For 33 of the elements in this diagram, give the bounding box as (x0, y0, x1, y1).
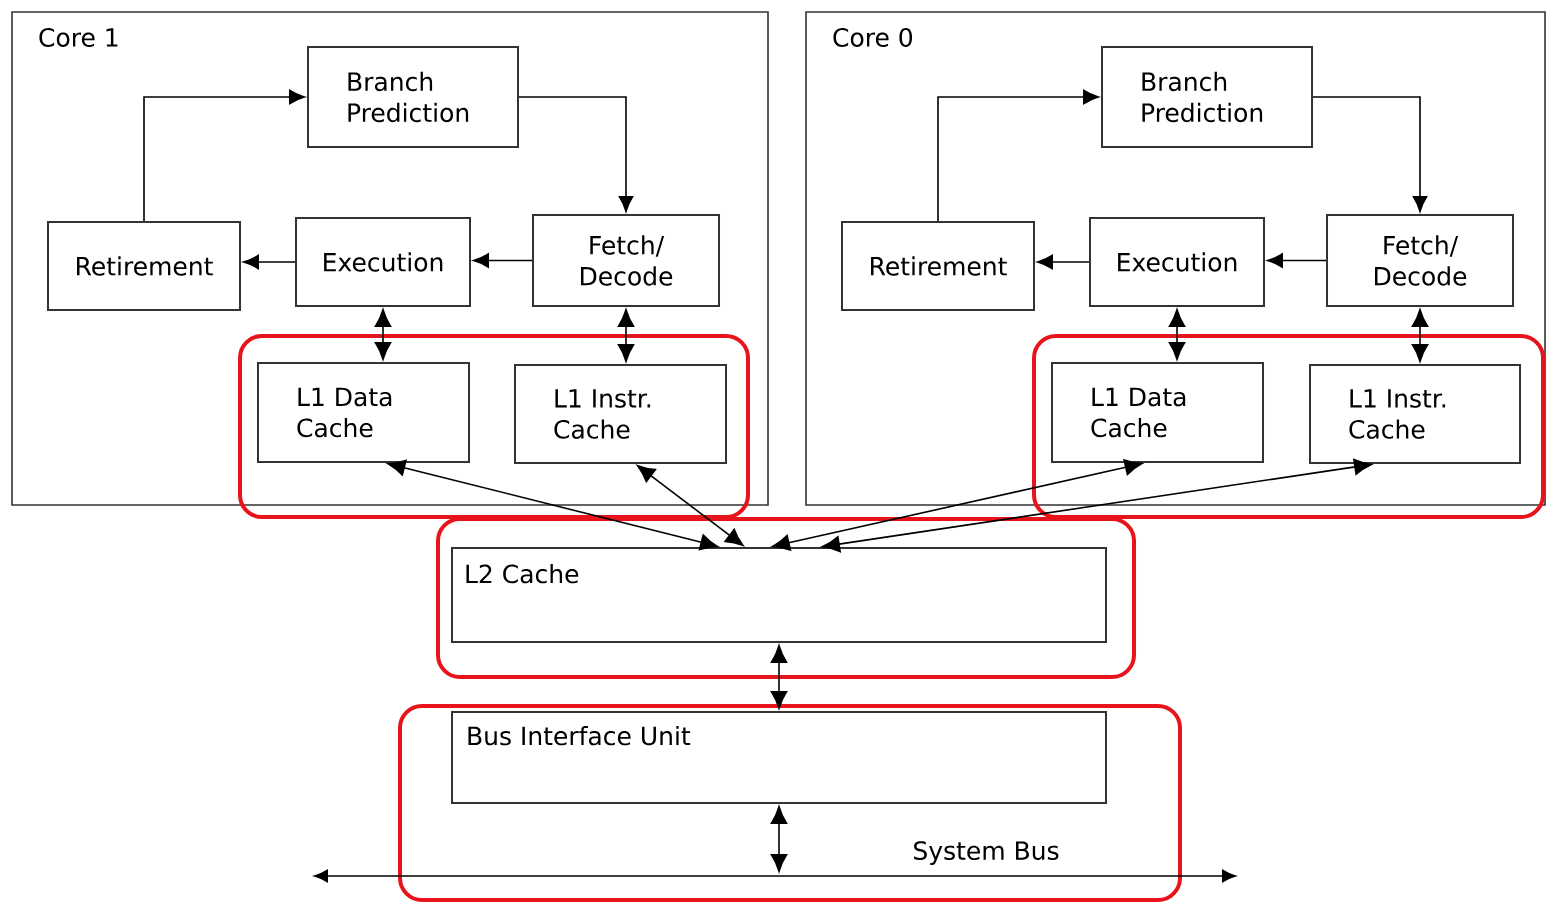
arrow (821, 458, 1373, 553)
cache-box: L1 Data Cache (1051, 362, 1264, 463)
arrow (518, 96, 634, 212)
arrow (636, 464, 744, 547)
arrow (473, 253, 533, 268)
arrow (770, 645, 788, 710)
process-box: Branch Prediction (307, 46, 519, 148)
arrow (937, 89, 1099, 222)
arrow (617, 309, 635, 363)
arrow (1267, 253, 1327, 268)
cache-box: L1 Data Cache (257, 362, 470, 463)
process-box: Fetch/ Decode (532, 214, 720, 307)
bus-label: System Bus (914, 841, 1059, 865)
process-box: Execution (1089, 217, 1265, 307)
cache-box: L2 Cache (451, 547, 1107, 643)
process-box: Fetch/ Decode (1326, 214, 1514, 307)
arrow (771, 459, 1143, 551)
unit-box: Bus Interface Unit (451, 711, 1107, 804)
arrow (1411, 309, 1429, 363)
process-box: Retirement (47, 221, 241, 311)
process-box: Retirement (841, 221, 1035, 311)
arrow (374, 309, 392, 361)
process-box: Execution (295, 217, 471, 307)
cache-box: L1 Instr. Cache (1309, 364, 1521, 464)
process-box: Branch Prediction (1101, 46, 1313, 148)
arrow (1312, 96, 1428, 212)
arrow (143, 89, 305, 222)
arrow (1168, 309, 1186, 361)
arrow (387, 459, 719, 551)
cache-box: L1 Instr. Cache (514, 364, 727, 464)
arrow (243, 254, 296, 270)
arrow (1037, 254, 1090, 270)
arrow (770, 806, 788, 873)
